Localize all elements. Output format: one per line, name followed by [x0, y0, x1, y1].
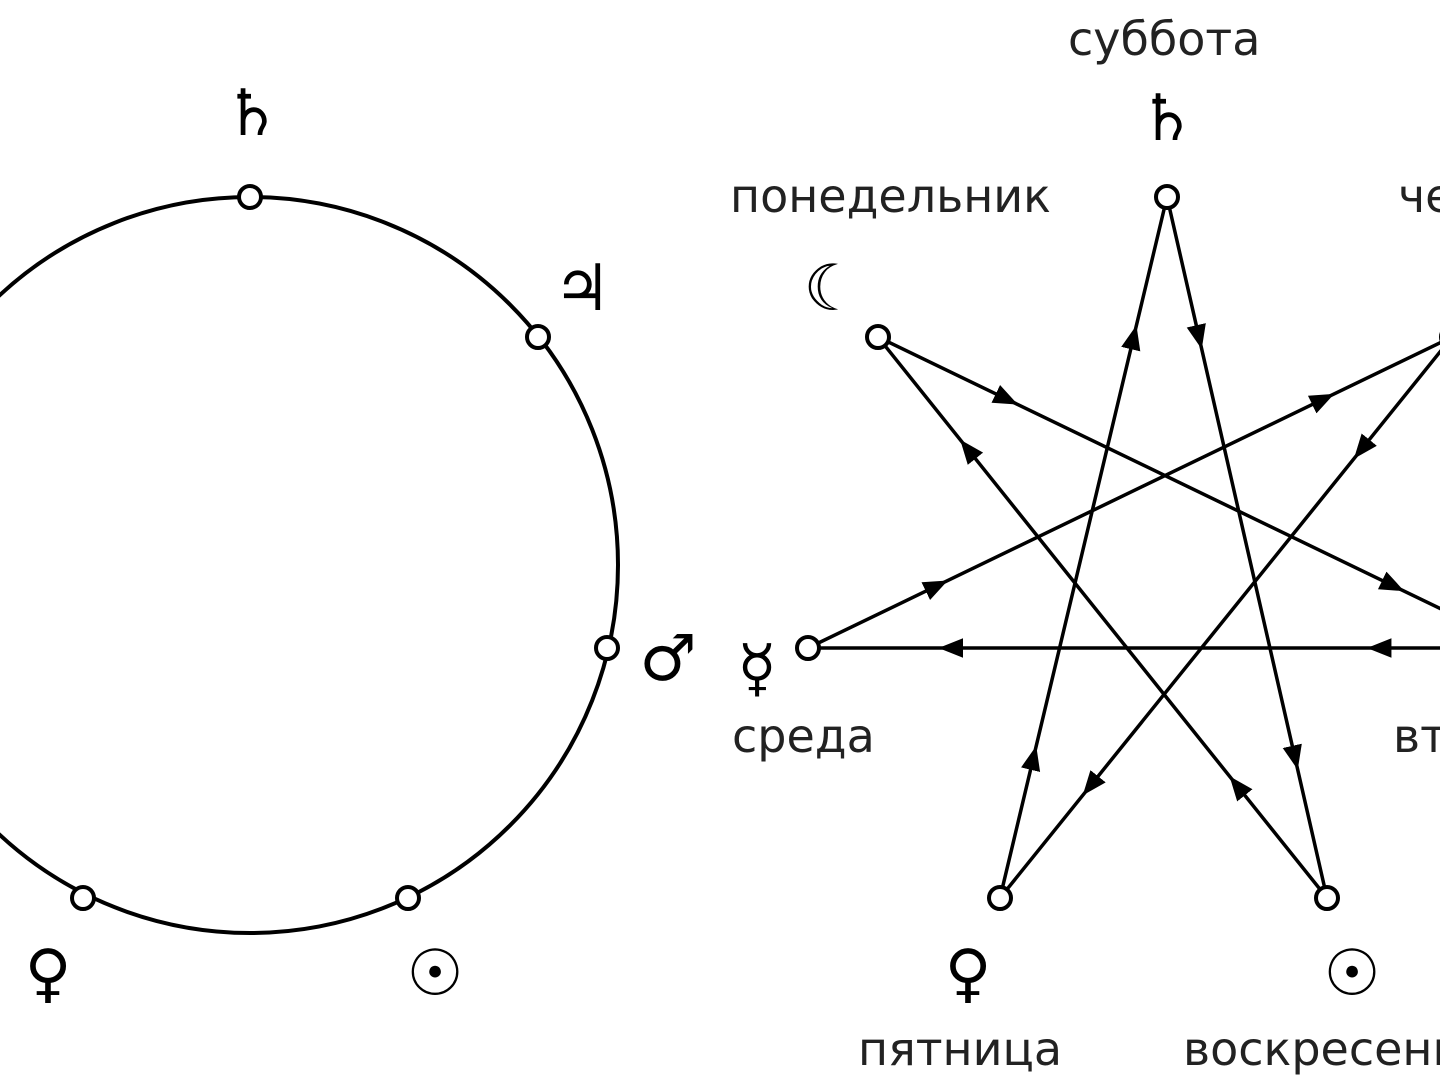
venus-node — [70, 885, 96, 911]
label-thursday: четверг — [1398, 169, 1440, 223]
saturn-symbol: ♄ — [1138, 82, 1195, 156]
sun-symbol: ☉ — [406, 937, 463, 1011]
mercury-symbol: ☿ — [737, 632, 776, 706]
sun-symbol: ☉ — [1323, 937, 1380, 1011]
planet-circle-diagram: ♄ ♃ ♂ ♀ ☉ — [0, 77, 697, 1011]
label-sunday: воскресенье — [1183, 1022, 1440, 1076]
label-tuesday: вторник — [1393, 709, 1440, 763]
venus-symbol: ♀ — [945, 937, 992, 1011]
edge-saturn-to-sun — [1165, 196, 1329, 899]
orbit-circle — [0, 195, 620, 935]
saturn-symbol: ♄ — [223, 77, 280, 151]
mars-symbol: ♂ — [639, 622, 696, 696]
mars-node — [594, 635, 620, 661]
venus-symbol: ♀ — [25, 937, 72, 1011]
moon-node — [865, 324, 891, 350]
mercury-node — [795, 635, 821, 661]
label-friday: пятница — [858, 1022, 1062, 1076]
edge-venus-to-saturn — [998, 196, 1169, 899]
jupiter-symbol: ♃ — [553, 252, 610, 326]
sun-node — [395, 885, 421, 911]
moon-symbol: ☾ — [803, 252, 860, 326]
venus-node — [987, 885, 1013, 911]
saturn-node — [237, 184, 263, 210]
label-saturday: суббота — [1068, 12, 1260, 66]
sun-node — [1314, 885, 1340, 911]
label-wednesday: среда — [732, 709, 875, 763]
label-monday: понедельник — [730, 169, 1051, 223]
saturn-node — [1154, 184, 1180, 210]
edge-sun-to-moon — [876, 335, 1329, 900]
heptagram-diagram: ♄ ☾ ☿ ♀ ☉ суббота понедельник четверг ср… — [730, 12, 1440, 1076]
jupiter-node — [525, 324, 551, 350]
